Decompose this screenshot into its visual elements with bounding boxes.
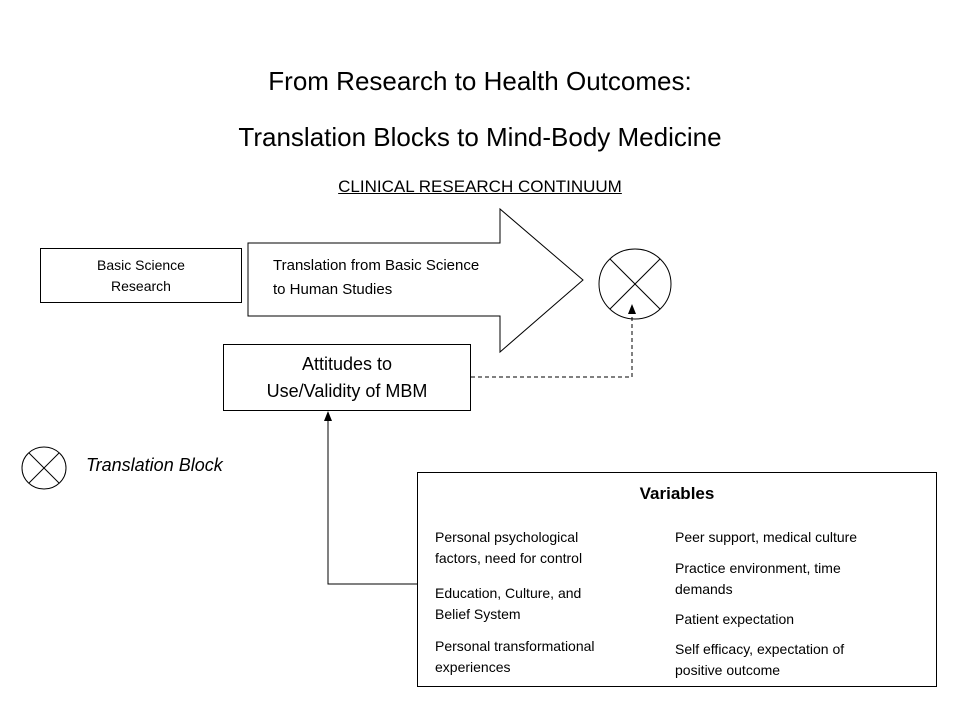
legend-label: Translation Block	[86, 455, 223, 475]
variable-line: Education, Culture, and	[435, 585, 582, 601]
basic-science-line-1: Basic Science	[97, 256, 185, 273]
variable-item: Self efficacy, expectation of positive o…	[675, 639, 925, 681]
variables-title: Variables	[639, 484, 715, 503]
attitudes-line-1: Attitudes to	[301, 353, 393, 374]
variable-line: experiences	[435, 659, 511, 675]
legend-translation-block-icon	[21, 446, 67, 490]
variable-item: Education, Culture, and Belief System	[435, 583, 660, 625]
variable-line: positive outcome	[675, 662, 781, 678]
variable-line: Patient expectation	[675, 611, 795, 627]
basic-science-box: Basic Science Research	[40, 248, 242, 303]
title-line-1: From Research to Health Outcomes:	[268, 66, 692, 96]
variable-line: Personal psychological	[435, 529, 579, 545]
translation-arrow-shape	[247, 207, 584, 354]
translation-arrow-label: Translation from Basic Science to Human …	[273, 254, 479, 302]
continuum-heading: CLINICAL RESEARCH CONTINUUM	[338, 177, 622, 196]
variable-item: Personal transformational experiences	[435, 636, 660, 678]
attitudes-line-2: Use/Validity of MBM	[266, 380, 428, 401]
variables-connector	[327, 418, 417, 585]
variable-line: demands	[675, 581, 733, 597]
translation-arrow-line-1: Translation from Basic Science	[273, 257, 480, 274]
variable-item: Practice environment, time demands	[675, 558, 925, 600]
translation-block-icon	[598, 248, 672, 320]
variable-line: Self efficacy, expectation of	[675, 641, 845, 657]
variable-line: Personal transformational	[435, 638, 595, 654]
variables-box: Variables Personal psychological factors…	[417, 472, 937, 687]
variables-arrowhead	[324, 411, 332, 421]
basic-science-line-2: Research	[111, 277, 171, 294]
variable-item: Peer support, medical culture	[675, 527, 925, 548]
attitudes-box: Attitudes to Use/Validity of MBM	[223, 344, 471, 411]
dashed-arrowhead	[628, 304, 636, 314]
variable-line: Practice environment, time	[675, 560, 841, 576]
variable-line: Peer support, medical culture	[675, 529, 858, 545]
dashed-connector	[471, 312, 633, 378]
variable-line: factors, need for control	[435, 550, 583, 566]
variable-line: Belief System	[435, 606, 521, 622]
variable-item: Personal psychological factors, need for…	[435, 527, 660, 569]
title-line-2: Translation Blocks to Mind-Body Medicine	[238, 122, 722, 152]
variable-item: Patient expectation	[675, 609, 925, 630]
translation-arrow-line-2: to Human Studies	[273, 281, 393, 298]
